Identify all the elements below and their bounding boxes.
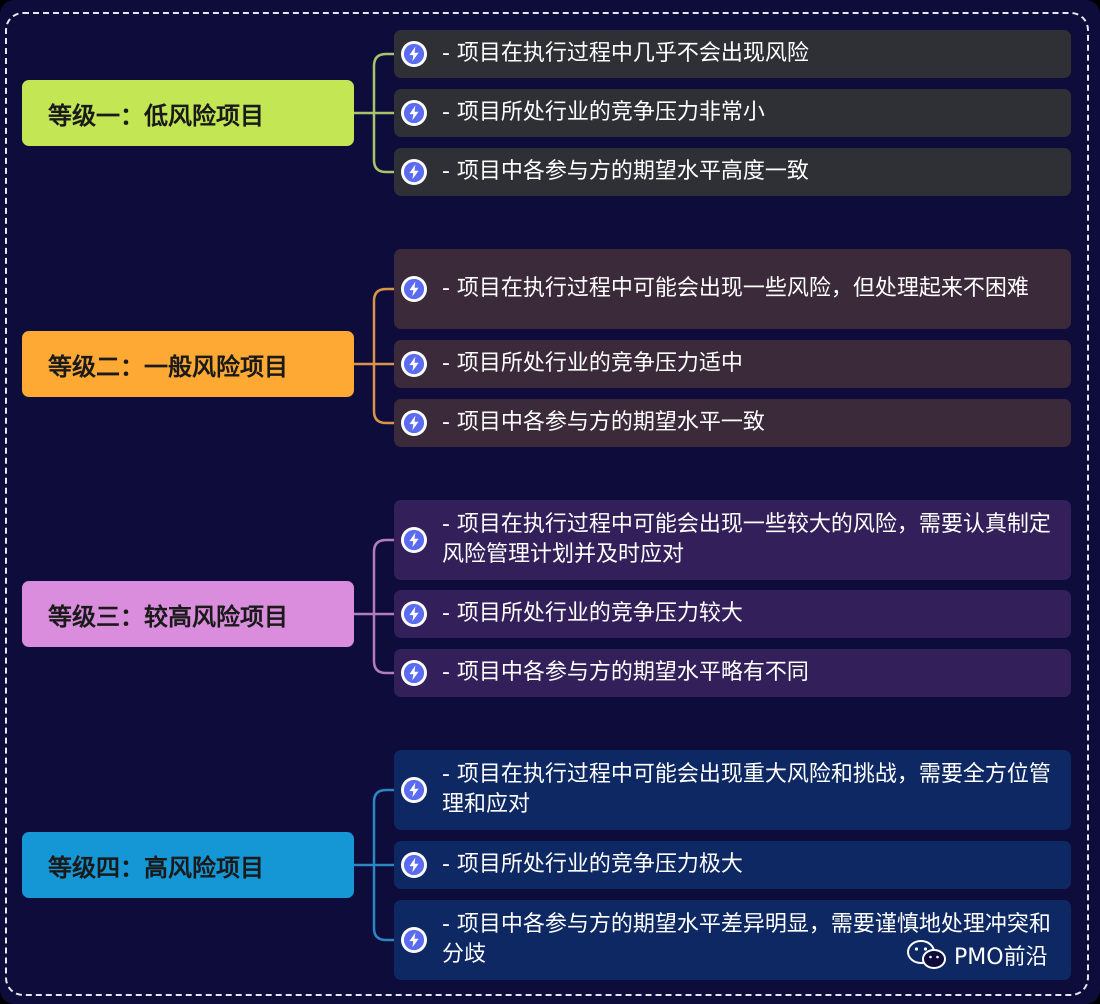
- watermark-text: PMO前沿: [954, 945, 1048, 970]
- item-text: - 项目所处行业的竞争压力非常小: [442, 100, 765, 125]
- lightning-bolt-icon: [401, 276, 427, 302]
- level-4-box: 等级四：高风险项目: [22, 832, 354, 898]
- connector-branch-1: [372, 788, 394, 865]
- lightning-bolt-icon: [401, 777, 427, 803]
- level-3-item-1: - 项目在执行过程中可能会出现一些较大的风险，需要认真制定风险管理计划并及时应对: [394, 500, 1071, 580]
- item-text: - 项目在执行过程中可能会出现重大风险和挑战，需要全方位管理和应对: [442, 762, 1051, 817]
- item-text: - 项目中各参与方的期望水平一致: [442, 410, 765, 435]
- lightning-bolt-icon: [401, 410, 427, 436]
- item-text: - 项目在执行过程中可能会出现一些较大的风险，需要认真制定风险管理计划并及时应对: [442, 512, 1051, 567]
- lightning-bolt-icon: [401, 351, 427, 377]
- lightning-bolt-icon: [401, 927, 427, 953]
- item-text: - 项目中各参与方的期望水平差异明显，需要谨慎地处理冲突和分歧: [442, 912, 1051, 967]
- lightning-bolt-icon: [401, 41, 427, 67]
- connector-branch-1: [372, 287, 394, 364]
- item-text: - 项目所处行业的竞争压力适中: [442, 351, 743, 376]
- item-text: - 项目在执行过程中可能会出现一些风险，但处理起来不困难: [442, 276, 1029, 301]
- level-2-box: 等级二：一般风险项目: [22, 331, 354, 397]
- level-1-item-2: - 项目所处行业的竞争压力非常小: [394, 89, 1071, 137]
- level-3-box: 等级三：较高风险项目: [22, 581, 354, 647]
- lightning-bolt-icon: [401, 100, 427, 126]
- item-text: - 项目所处行业的竞争压力较大: [442, 601, 743, 626]
- lightning-bolt-icon: [401, 601, 427, 627]
- connector-branch-3: [372, 865, 394, 942]
- lightning-bolt-icon: [401, 527, 427, 553]
- level-4-item-2: - 项目所处行业的竞争压力极大: [394, 841, 1071, 889]
- watermark: PMO前沿: [906, 938, 1048, 972]
- level-2-item-3: - 项目中各参与方的期望水平一致: [394, 399, 1071, 447]
- dashed-border: [5, 12, 1089, 996]
- level-1-item-1: - 项目在执行过程中几乎不会出现风险: [394, 30, 1071, 78]
- wechat-icon: [907, 940, 946, 969]
- connector-branch-3: [372, 364, 394, 425]
- lightning-bolt-icon: [401, 159, 427, 185]
- level-3-item-2: - 项目所处行业的竞争压力较大: [394, 590, 1071, 638]
- level-2-item-2: - 项目所处行业的竞争压力适中: [394, 340, 1071, 388]
- lightning-bolt-icon: [401, 852, 427, 878]
- item-text: - 项目中各参与方的期望水平略有不同: [442, 660, 809, 685]
- item-text: - 项目所处行业的竞争压力极大: [442, 852, 743, 877]
- level-1-box: 等级一：低风险项目: [22, 80, 354, 146]
- connector-branch-1: [372, 52, 394, 113]
- connector-branch-3: [372, 614, 394, 675]
- level-1-item-3: - 项目中各参与方的期望水平高度一致: [394, 148, 1071, 196]
- level-4-item-3: - 项目中各参与方的期望水平差异明显，需要谨慎地处理冲突和分歧: [394, 900, 1071, 980]
- item-text: - 项目中各参与方的期望水平高度一致: [442, 159, 809, 184]
- level-3-item-3: - 项目中各参与方的期望水平略有不同: [394, 649, 1071, 697]
- connector-branch-1: [372, 538, 394, 614]
- level-4-item-1: - 项目在执行过程中可能会出现重大风险和挑战，需要全方位管理和应对: [394, 750, 1071, 830]
- lightning-bolt-icon: [401, 660, 427, 686]
- item-text: - 项目在执行过程中几乎不会出现风险: [442, 41, 809, 66]
- level-2-item-1: - 项目在执行过程中可能会出现一些风险，但处理起来不困难: [394, 249, 1071, 329]
- connector-branch-3: [372, 113, 394, 174]
